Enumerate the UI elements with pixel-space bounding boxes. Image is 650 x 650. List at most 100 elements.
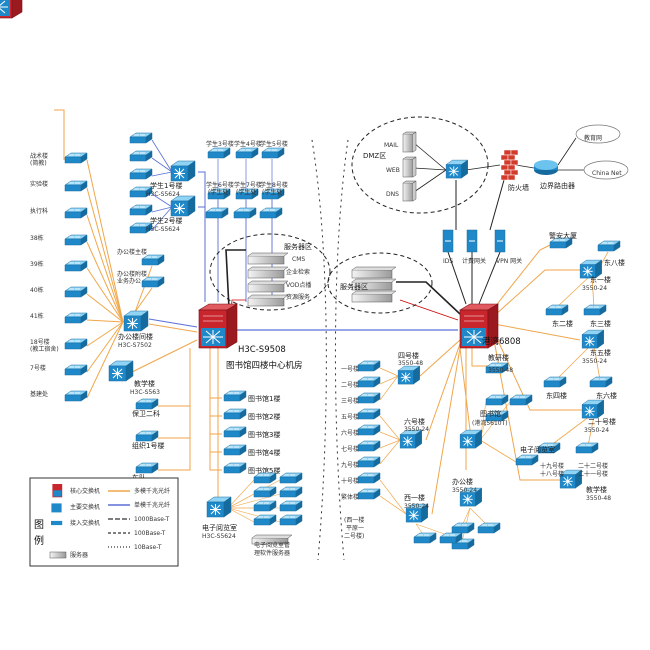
library-floor-switch-icon (223, 444, 247, 456)
legend-line-label: 多模千兆光纤 (134, 487, 170, 495)
service-right-link-red (399, 299, 459, 321)
right-access-switch-icon (545, 304, 569, 316)
far-left-link (86, 267, 124, 323)
legend-icon-label: 服务器 (70, 551, 88, 559)
far-left-link (86, 321, 124, 399)
service-right-link (396, 281, 461, 315)
service-left-title: 服务器区 (284, 242, 312, 251)
firewall-label: 防火墙 (508, 183, 529, 192)
border-router-icon (534, 160, 558, 175)
small-building-label: 七号楼 (341, 445, 359, 453)
dorm-label: 学生7号楼 (234, 181, 262, 189)
lib-right-label: 图书馆 (480, 409, 501, 418)
far-left-switch-icon (64, 390, 88, 402)
far-left-link (86, 241, 124, 323)
library-floor-switch-icon (223, 390, 247, 402)
office-uplink (148, 323, 198, 333)
right-access-switch-icon (597, 240, 621, 252)
isp-edu-label: 教育网 (584, 134, 602, 142)
student-access-switch-icon (129, 186, 153, 198)
teaching-link (131, 339, 198, 373)
far-left-switch-icon (64, 338, 88, 350)
rn-a-label: 警安大厦 (549, 231, 577, 240)
legend-main-switch-icon (51, 503, 62, 513)
dorm-label: 学生3号楼 (206, 140, 234, 148)
elib-server-label-1: 电子阅览室管 (254, 541, 290, 549)
small-building-label: 九号楼 (341, 461, 359, 469)
office-access-switch-icon (451, 522, 475, 534)
rn-m-label: 二十一号楼 (578, 470, 608, 478)
elib-switch-label: 电子阅览室 (202, 523, 237, 532)
dmz-zone (351, 116, 489, 214)
small-building-link (379, 375, 399, 401)
right-access-switch-icon (543, 376, 567, 388)
right-link (593, 345, 601, 381)
office-switch-model: H3C-S7502 (118, 342, 152, 349)
legend-line-label: 100Base-T (134, 530, 166, 537)
far-left-link (86, 214, 124, 323)
far-left-label: (简教) (30, 159, 47, 167)
student-link (151, 171, 173, 177)
west-access-switch-icon (439, 532, 463, 544)
small-building-switch-icon (357, 424, 381, 436)
teaching-building-switch-icon (108, 360, 134, 382)
rn-n-model: 3550-48 (586, 495, 611, 502)
router-label: 边界路由器 (540, 181, 575, 190)
bottom-left-switch-icon (135, 430, 159, 442)
office-node-link (134, 287, 153, 313)
mail-server-icon (402, 131, 417, 153)
core-right-name: 港湾6808 (482, 336, 521, 347)
far-left-switch-icon (64, 180, 88, 192)
four-building-switch-icon (397, 365, 421, 385)
student1-label: 学生1号楼 (150, 181, 182, 190)
library-floor-switch-icon (223, 408, 247, 420)
dorm-switch-icon (261, 188, 285, 200)
dmz-link (413, 167, 447, 171)
gateway-link (478, 251, 501, 305)
student-access-switch-icon (129, 222, 153, 234)
rn-d-label: 东二楼 (552, 319, 573, 328)
service-server-icon (351, 278, 397, 291)
four-model: 3550-48 (398, 360, 423, 367)
legend-title-2: 例 (34, 534, 44, 547)
six-building-switch-icon (399, 429, 423, 449)
legend-access-switch-icon (51, 520, 63, 526)
library-floor-switch-icon (223, 426, 247, 438)
rn-g-label: 东四楼 (546, 391, 567, 400)
far-left-label: 执行科 (30, 207, 48, 215)
small-building-label: 十号楼 (341, 477, 359, 485)
elib-access-switch-icon (253, 500, 277, 512)
library-floor-link (209, 348, 222, 399)
core-switch-left-icon (197, 303, 239, 349)
dorm-label: 学生8号楼 (260, 181, 288, 189)
billing-gateway-icon (466, 229, 478, 253)
right-link (591, 275, 595, 309)
service-zone-left (209, 233, 331, 311)
far-left-link (86, 293, 124, 323)
elib-switch-icon (206, 496, 232, 518)
ids-icon (442, 229, 454, 253)
office-building-switch-icon (123, 310, 149, 332)
vpn-label: VPN 网关 (496, 257, 522, 265)
small-building-link (379, 439, 401, 449)
rn-b-label: 东一楼 (590, 275, 611, 284)
right-access-switch-icon (583, 304, 607, 316)
mid-link (479, 439, 517, 463)
student-link (151, 206, 173, 231)
student-access-switch-icon (129, 132, 153, 144)
service-zone-right (327, 252, 433, 314)
dorm-note: (学生处) (262, 188, 285, 196)
teach-research-label: 教研楼 (488, 353, 509, 362)
legend-icon-label: 核心交换机 (70, 487, 100, 495)
far-left-switch-icon (64, 234, 88, 246)
firewall-link (489, 179, 505, 231)
student-link (151, 139, 173, 173)
right-link (493, 269, 580, 317)
elib-access-switch-icon (279, 486, 303, 498)
right-access-switch-icon (589, 376, 613, 388)
legend-title-1: 图 (34, 519, 44, 531)
dorm-extra-switch-icon (259, 207, 283, 219)
elib-access-switch-icon (253, 514, 277, 526)
library-floor-switch-icon (223, 462, 247, 474)
student2-model: H3C-S5624 (146, 226, 180, 233)
